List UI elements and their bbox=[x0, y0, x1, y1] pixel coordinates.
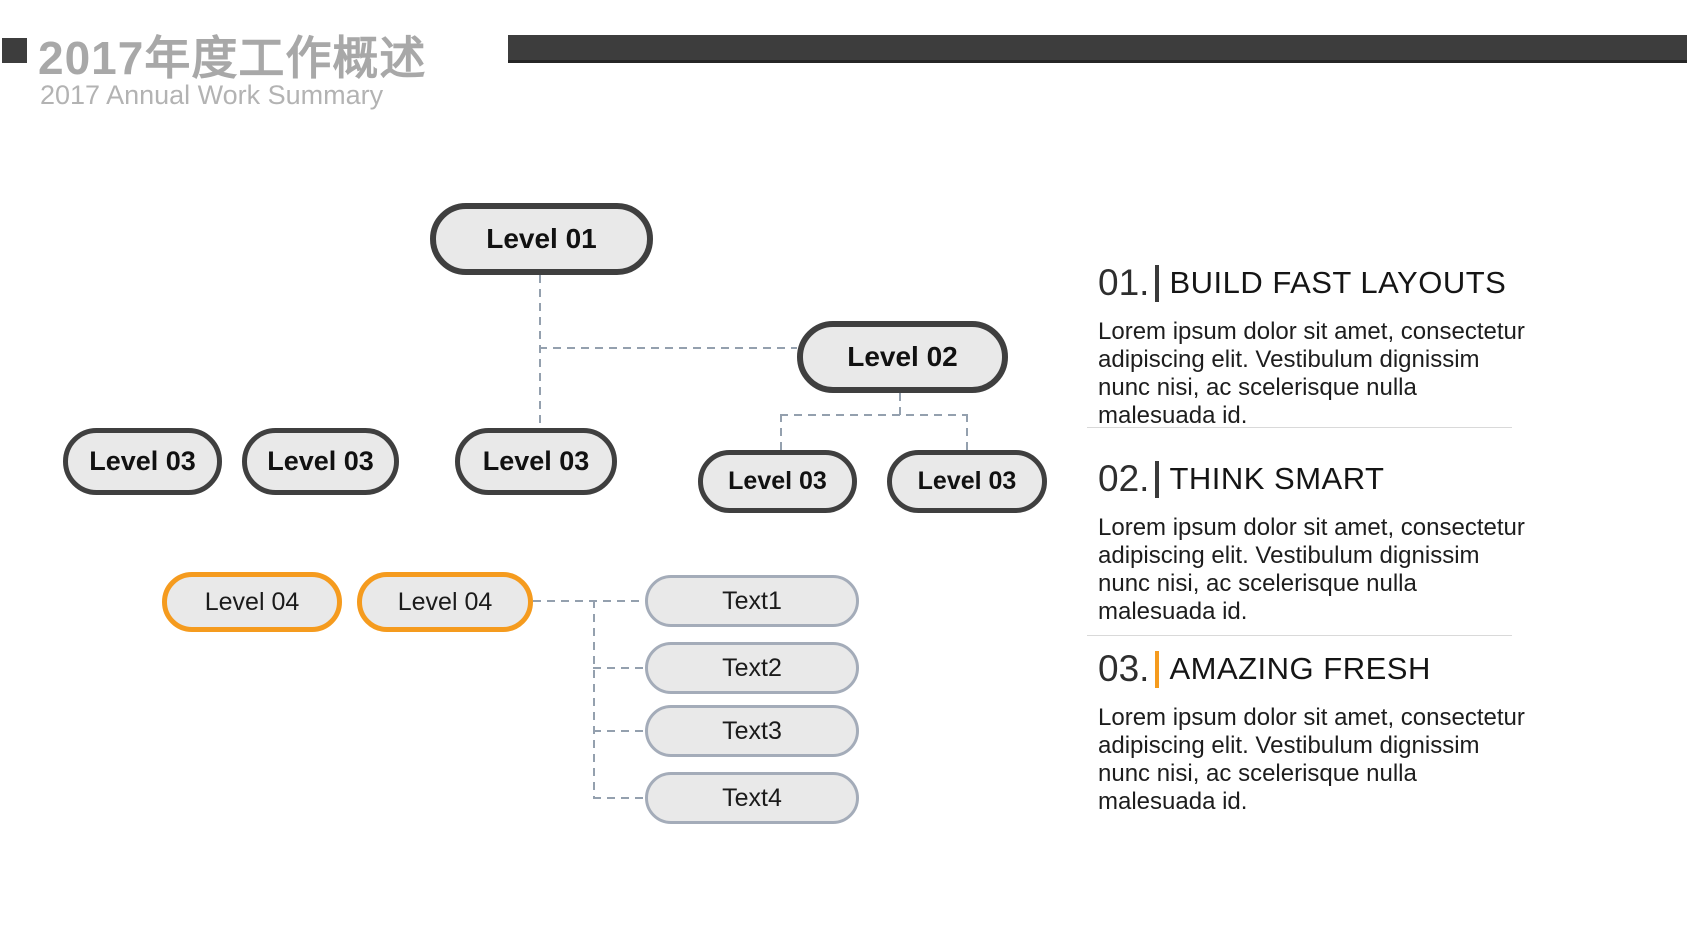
body-line: nunc nisi, ac scelerisque nulla bbox=[1098, 760, 1417, 787]
node-level-03-3: Level 03 bbox=[455, 428, 617, 495]
connector-l1-to-l2 bbox=[539, 347, 797, 349]
page-subtitle: 2017 Annual Work Summary bbox=[40, 80, 384, 110]
section-body: Lorem ipsum dolor sit amet, consectetur … bbox=[1098, 514, 1538, 626]
node-label: Level 04 bbox=[204, 587, 300, 616]
node-level-04-1: Level 04 bbox=[162, 572, 342, 632]
node-label: Level 01 bbox=[486, 223, 597, 254]
section-body: Lorem ipsum dolor sit amet, consectetur … bbox=[1098, 704, 1538, 816]
section-02-header: 02. THINK SMART bbox=[1098, 458, 1538, 500]
section-title: BUILD FAST LAYOUTS bbox=[1169, 265, 1507, 300]
body-line: adipiscing elit. Vestibulum dignissim bbox=[1098, 346, 1480, 373]
section-number: 01. bbox=[1098, 262, 1150, 303]
node-text-2: Text2 bbox=[645, 642, 859, 694]
section-divider-2 bbox=[1087, 635, 1512, 636]
body-line: Lorem ipsum dolor sit amet, consectetur bbox=[1098, 704, 1525, 731]
node-level-04-2: Level 04 bbox=[357, 572, 533, 632]
connector-text-trunk bbox=[593, 600, 595, 799]
page-title: 2017年度工作概述 bbox=[38, 32, 427, 84]
section-accent-bar bbox=[1155, 650, 1160, 688]
node-level-03-1: Level 03 bbox=[63, 428, 222, 495]
node-level-01: Level 01 bbox=[430, 203, 653, 275]
section-title: THINK SMART bbox=[1169, 461, 1385, 496]
section-accent-bar bbox=[1155, 264, 1160, 302]
node-level-03-sub-2: Level 03 bbox=[887, 450, 1047, 513]
body-line: malesuada id. bbox=[1098, 598, 1248, 625]
body-line: nunc nisi, ac scelerisque nulla bbox=[1098, 570, 1417, 597]
section-accent-bar bbox=[1155, 460, 1160, 498]
connector-to-text2 bbox=[593, 667, 647, 669]
header-accent-bar bbox=[508, 35, 1687, 63]
section-title: AMAZING FRESH bbox=[1169, 651, 1431, 686]
body-line: malesuada id. bbox=[1098, 788, 1248, 815]
node-label: Level 03 bbox=[267, 446, 374, 476]
section-number: 02. bbox=[1098, 458, 1150, 499]
section-03: 03. AMAZING FRESH Lorem ipsum dolor sit … bbox=[1098, 648, 1538, 816]
connector-l2-branch bbox=[780, 414, 968, 416]
section-01: 01. BUILD FAST LAYOUTS Lorem ipsum dolor… bbox=[1098, 262, 1538, 430]
section-body: Lorem ipsum dolor sit amet, consectetur … bbox=[1098, 318, 1538, 430]
body-line: malesuada id. bbox=[1098, 402, 1248, 429]
body-line: Lorem ipsum dolor sit amet, consectetur bbox=[1098, 514, 1525, 541]
node-label: Text3 bbox=[722, 716, 782, 745]
connector-to-text4 bbox=[593, 797, 645, 799]
section-divider-1 bbox=[1087, 427, 1512, 428]
connector-l4-to-text1 bbox=[533, 600, 645, 602]
node-text-3: Text3 bbox=[645, 705, 859, 757]
body-line: Lorem ipsum dolor sit amet, consectetur bbox=[1098, 318, 1525, 345]
node-level-03-sub-1: Level 03 bbox=[698, 450, 857, 513]
node-label: Level 04 bbox=[397, 587, 493, 616]
connector-to-text3 bbox=[593, 730, 647, 732]
node-label: Text1 bbox=[722, 586, 782, 615]
node-text-4: Text4 bbox=[645, 772, 859, 824]
section-02: 02. THINK SMART Lorem ipsum dolor sit am… bbox=[1098, 458, 1538, 626]
body-line: adipiscing elit. Vestibulum dignissim bbox=[1098, 542, 1480, 569]
node-label: Level 03 bbox=[917, 467, 1017, 495]
node-label: Level 02 bbox=[847, 341, 958, 372]
section-number: 03. bbox=[1098, 648, 1150, 689]
corner-accent-square bbox=[2, 38, 27, 63]
node-label: Level 03 bbox=[89, 446, 196, 476]
node-level-02: Level 02 bbox=[797, 321, 1008, 393]
section-01-header: 01. BUILD FAST LAYOUTS bbox=[1098, 262, 1538, 304]
node-text-1: Text1 bbox=[645, 575, 859, 627]
node-level-03-2: Level 03 bbox=[242, 428, 399, 495]
node-label: Level 03 bbox=[482, 446, 590, 476]
connector-l2-stub bbox=[899, 393, 901, 415]
node-label: Text4 bbox=[722, 783, 782, 812]
body-line: adipiscing elit. Vestibulum dignissim bbox=[1098, 732, 1480, 759]
connector-l1-down bbox=[539, 275, 541, 428]
connector-l2-left-drop bbox=[780, 414, 782, 450]
connector-l2-right-drop bbox=[966, 414, 968, 450]
body-line: nunc nisi, ac scelerisque nulla bbox=[1098, 374, 1417, 401]
section-03-header: 03. AMAZING FRESH bbox=[1098, 648, 1538, 690]
node-label: Level 03 bbox=[728, 467, 827, 495]
node-label: Text2 bbox=[722, 653, 782, 682]
